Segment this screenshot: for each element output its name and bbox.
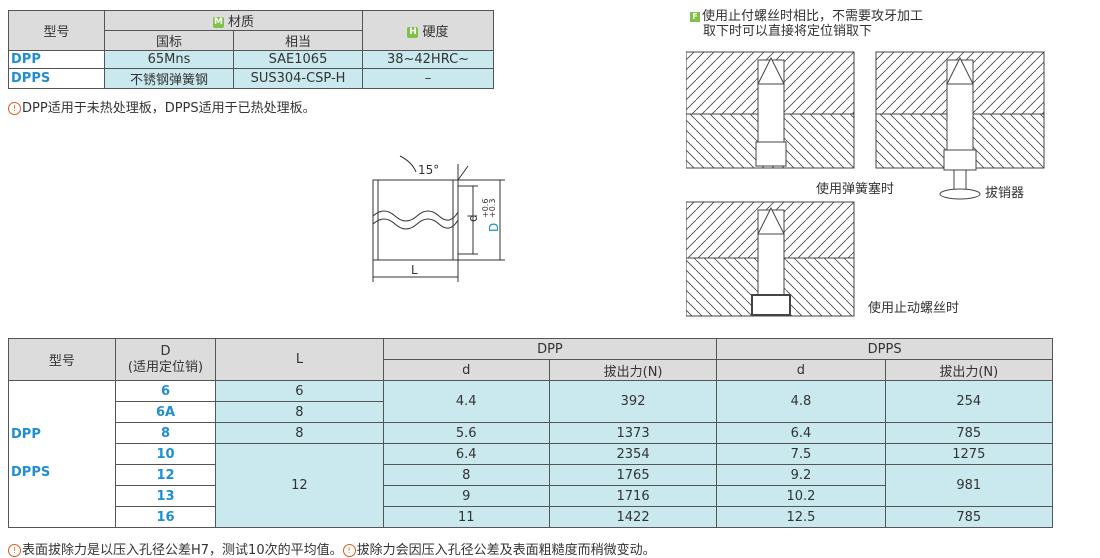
- dpps-force-value: 785: [884, 506, 1054, 528]
- dpp-force-value: 1373: [548, 422, 718, 444]
- caption-puller: 拔销器: [985, 186, 1025, 201]
- dpps-d-value: 7.5: [716, 443, 886, 465]
- right-note-line1: 使用止付螺丝时相比，不需要攻牙加工: [702, 9, 924, 24]
- header-L: L: [215, 338, 384, 381]
- dpp-force-value: 1716: [548, 485, 718, 507]
- dpps-d-value: 4.8: [716, 380, 886, 423]
- tol-lower: +0.3: [488, 199, 497, 218]
- dpps-d-value: 10.2: [716, 485, 886, 507]
- dpp-d-value: 11: [382, 506, 550, 528]
- header-model: 型号: [8, 10, 105, 51]
- dpp-d-value: 9: [382, 485, 550, 507]
- row-hardness: –: [362, 68, 494, 89]
- D-value: 8: [114, 422, 217, 444]
- L-label: L: [411, 263, 418, 277]
- dpp-d-value: 6.4: [382, 443, 550, 465]
- dpp-d-value: 8: [382, 464, 550, 486]
- note-force: !表面拔除力是以压入孔径公差H7，测试10次的平均值。!拔除力会因压入孔径公差及…: [8, 539, 656, 558]
- note-icon: !: [8, 544, 21, 557]
- row-national: 不锈钢弹簧钢: [104, 68, 234, 89]
- D-value: 6: [114, 380, 217, 402]
- dpps-d-value: 9.2: [716, 464, 886, 486]
- L-value: 6: [215, 380, 384, 402]
- header-national: 国标: [104, 30, 234, 51]
- L-value: 12: [215, 443, 384, 528]
- dpp-force-value: 1422: [548, 506, 718, 528]
- header-dpp: DPP: [382, 338, 718, 360]
- row-national: 65Mns: [104, 50, 234, 69]
- dpps-force-value: 1275: [884, 443, 1054, 465]
- tol-upper: +0.6: [481, 199, 490, 218]
- row-model: DPP: [8, 50, 105, 69]
- header-D-sub: (适用定位销): [127, 359, 204, 375]
- dpp-force-value: 1765: [548, 464, 718, 486]
- header-D-main: D: [160, 343, 171, 359]
- angle-label: 15°: [418, 163, 439, 177]
- row-model: DPPS: [8, 68, 105, 89]
- dpp-force-value: 2354: [548, 443, 718, 465]
- header-D: D (适用定位销): [114, 338, 217, 381]
- material-label: 材质: [227, 15, 254, 30]
- L-value: 8: [215, 422, 384, 444]
- D-value: 12: [114, 464, 217, 486]
- L-value: 8: [215, 401, 384, 423]
- feature-badge-icon: F: [690, 11, 700, 22]
- dpps-d-value: 6.4: [716, 422, 886, 444]
- D-value: 10: [114, 443, 217, 465]
- dpp-force-value: 392: [548, 380, 718, 423]
- pin-diagram: 15° d D +0.6 +0.3 L: [372, 155, 505, 282]
- note-force-part2: 拔除力会因压入孔径公差及表面粗糙度而稍微变动。: [356, 543, 656, 558]
- d-label: d: [466, 214, 480, 222]
- header-dpps-force: 拔出力(N): [884, 359, 1054, 381]
- D-label: D: [487, 223, 501, 232]
- header-equiv: 相当: [233, 30, 363, 51]
- dpp-d-value: 4.4: [382, 380, 550, 423]
- force-table: 型号 D (适用定位销) L DPP DPPS d 拔出力(N) d 拔出力(N…: [8, 338, 1054, 528]
- D-value: 13: [114, 485, 217, 507]
- dpp-d-value: 5.6: [382, 422, 550, 444]
- row-hardness: 38~42HRC~: [362, 50, 494, 69]
- model-dpp: DPP: [11, 427, 41, 442]
- right-note-line2: 取下时可以直接将定位销取下: [703, 24, 873, 39]
- header-dpp-force: 拔出力(N): [548, 359, 718, 381]
- note-force-part1: 表面拔除力是以压入孔径公差H7，测试10次的平均值。: [22, 543, 343, 558]
- note-icon: !: [8, 102, 21, 115]
- D-value: 6A: [114, 401, 217, 423]
- header-dpp-d: d: [382, 359, 550, 381]
- installation-drawings: [686, 51, 1045, 317]
- note-icon: !: [342, 544, 356, 557]
- dpps-force-value: 785: [884, 422, 1054, 444]
- dpps-d-value: 12.5: [716, 506, 886, 528]
- material-badge-icon: M: [212, 17, 224, 28]
- hardness-badge-icon: H: [407, 27, 419, 38]
- row-equiv: SAE1065: [233, 50, 363, 69]
- caption-spring: 使用弹簧塞时: [816, 182, 895, 197]
- header-dpps: DPPS: [716, 338, 1053, 360]
- hardness-label: 硬度: [422, 25, 449, 40]
- model-dpps: DPPS: [11, 465, 51, 480]
- caption-setscrew: 使用止动螺丝时: [868, 301, 960, 316]
- note-usage: !DPP适用于未热处理板，DPPS适用于已热处理板。: [8, 97, 316, 116]
- dpps-force-value: 981: [884, 464, 1054, 507]
- model-cell: DPP DPPS: [8, 380, 116, 528]
- header-model: 型号: [8, 338, 116, 381]
- dpps-force-value: 254: [884, 380, 1054, 423]
- D-value: 16: [114, 506, 217, 528]
- header-dpps-d: d: [716, 359, 886, 381]
- row-equiv: SUS304-CSP-H: [233, 68, 363, 89]
- note-usage-text: DPP适用于未热处理板，DPPS适用于已热处理板。: [22, 101, 316, 116]
